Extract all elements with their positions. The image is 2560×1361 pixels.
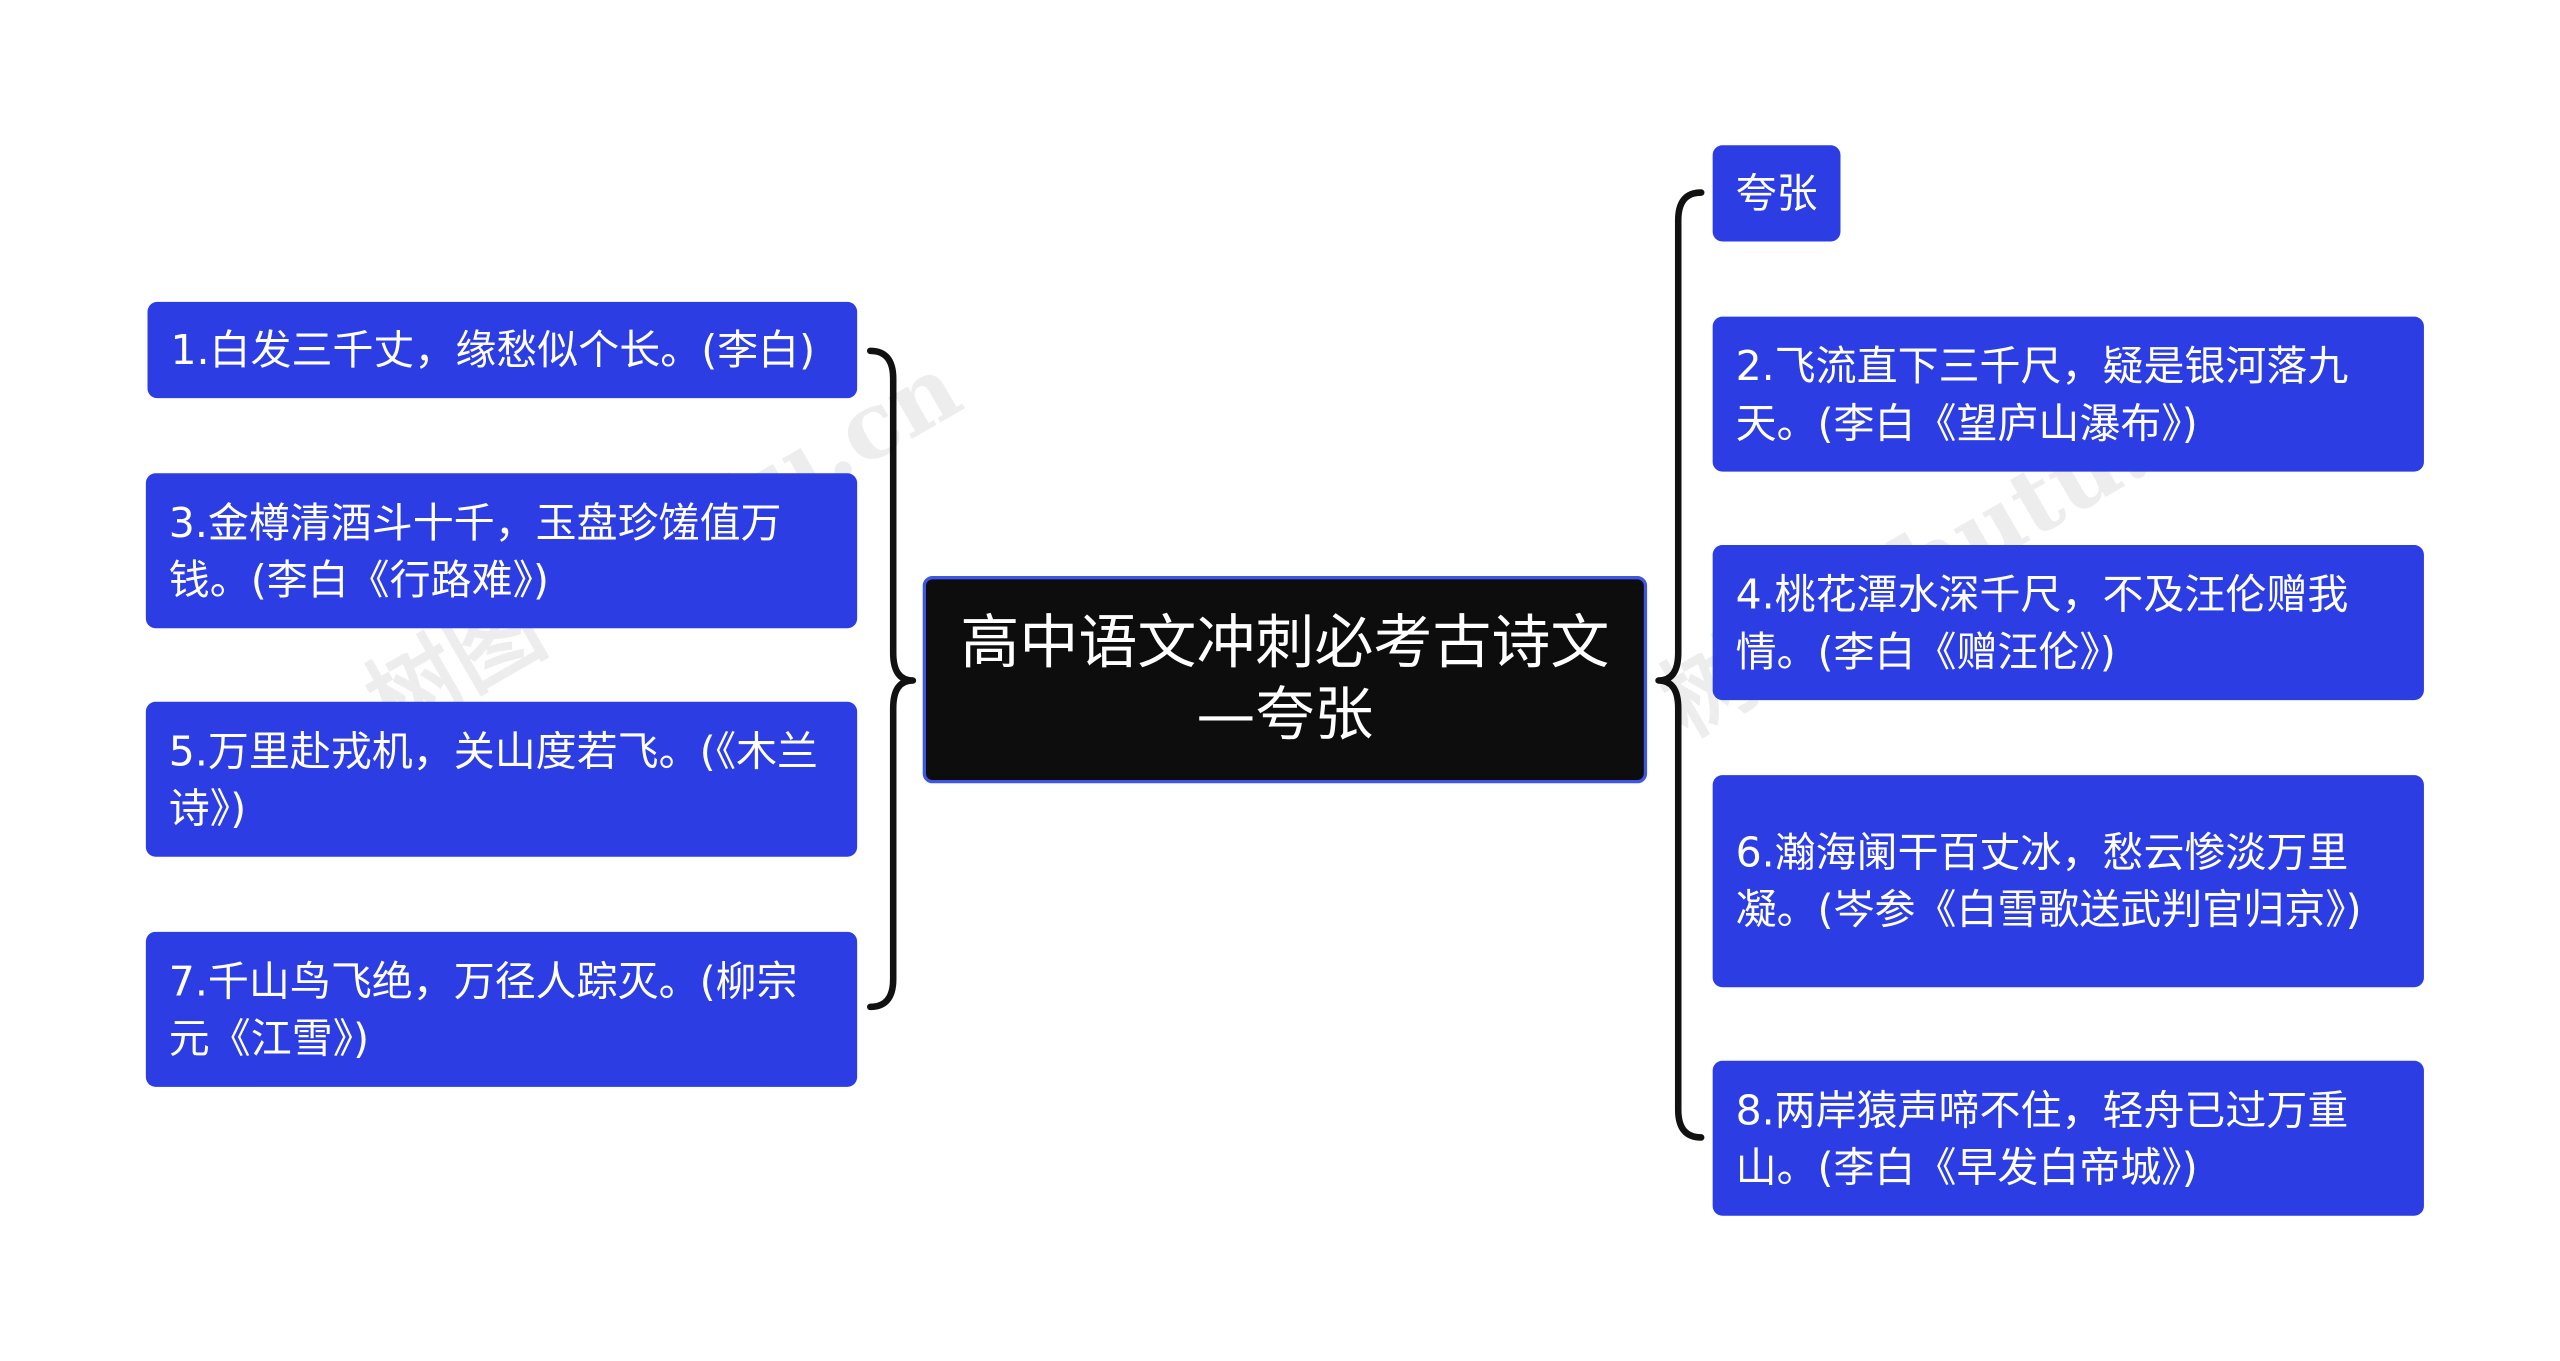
node-text: 1.白发三千丈，缘愁似个长。(李白) [170, 326, 816, 374]
left-bracket-connector [866, 347, 917, 1011]
node-text: 7.千山鸟飞绝，万径人踪灭。(柳宗元《江雪》) [168, 957, 798, 1062]
right-node-2[interactable]: 2.飞流直下三千尺，疑是银河落九天。(李白《望庐山瀑布》) [1712, 316, 2424, 472]
right-node-label[interactable]: 夸张 [1712, 145, 1841, 242]
root-topic-title: 高中语文冲刺必考古诗文—夸张 [960, 609, 1610, 749]
right-bracket-connector [1655, 189, 1705, 1141]
root-topic[interactable]: 高中语文冲刺必考古诗文—夸张 [922, 576, 1648, 784]
node-text: 4.桃花潭水深千尺，不及汪伦赠我情。(李白《赠汪伦》) [1735, 570, 2349, 675]
right-node-4[interactable]: 4.桃花潭水深千尺，不及汪伦赠我情。(李白《赠汪伦》) [1712, 545, 2424, 701]
node-text: 6.瀚海阑干百丈冰，愁云惨淡万里凝。(岑参《白雪歌送武判官归京》) [1735, 829, 2362, 934]
right-node-8[interactable]: 8.两岸猿声啼不住，轻舟已过万重山。(李白《早发白帝城》) [1712, 1060, 2424, 1216]
left-node-1[interactable]: 1.白发三千丈，缘愁似个长。(李白) [147, 301, 858, 399]
node-text: 2.飞流直下三千尺，疑是银河落九天。(李白《望庐山瀑布》) [1735, 341, 2349, 447]
node-text: 5.万里赴戎机，关山度若飞。(《木兰诗》) [168, 727, 818, 832]
node-text: 3.金樽清酒斗十千，玉盘珍馐值万钱。(李白《行路难》) [168, 498, 782, 603]
right-node-6[interactable]: 6.瀚海阑干百丈冰，愁云惨淡万里凝。(岑参《白雪歌送武判官归京》) [1712, 775, 2424, 988]
node-text: 夸张 [1735, 169, 1818, 218]
left-node-7[interactable]: 7.千山鸟飞绝，万径人踪灭。(柳宗元《江雪》) [145, 931, 858, 1087]
left-node-3[interactable]: 3.金樽清酒斗十千，玉盘珍馐值万钱。(李白《行路难》) [145, 473, 858, 629]
node-text: 8.两岸猿声啼不住，轻舟已过万重山。(李白《早发白帝城》) [1735, 1086, 2349, 1191]
left-node-5[interactable]: 5.万里赴戎机，关山度若飞。(《木兰诗》) [145, 701, 858, 857]
